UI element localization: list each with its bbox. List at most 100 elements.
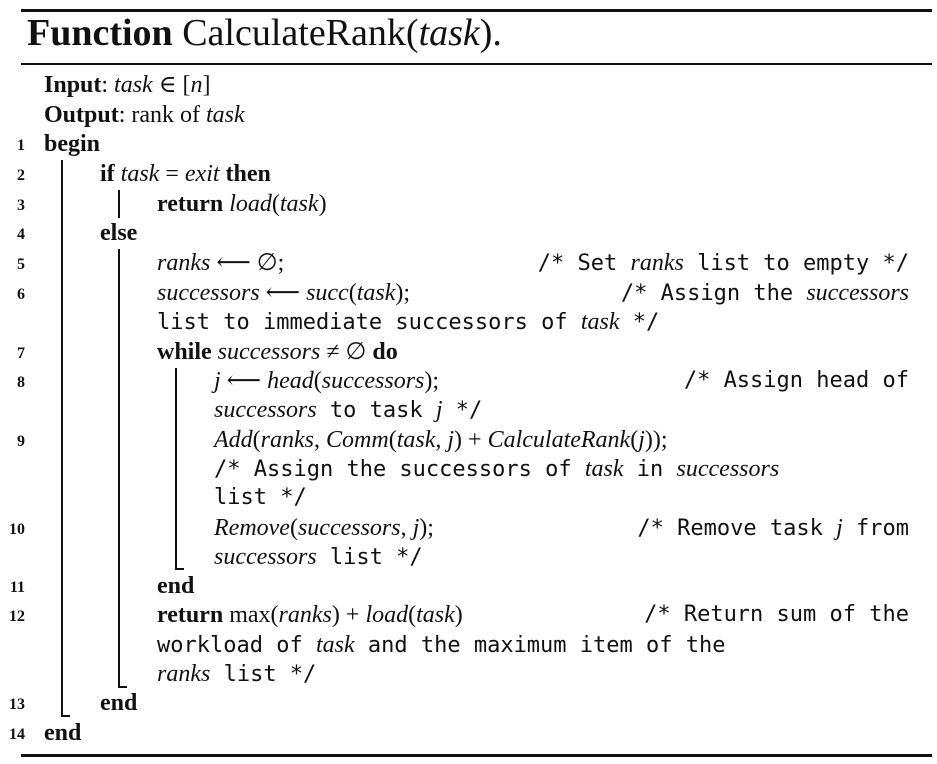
comment-text: in: [623, 457, 677, 482]
input-var: task: [114, 72, 153, 98]
comment-text: list */: [210, 662, 317, 687]
close-semi: ));: [644, 427, 668, 453]
code-line-4: 4 else: [0, 218, 937, 248]
line-number: 3: [17, 197, 25, 214]
comment-line-5: /* Set ranks list to empty */: [538, 248, 909, 278]
title-close: ).: [479, 12, 502, 54]
input-end: ]: [202, 72, 211, 98]
ranks-var: ranks: [260, 427, 315, 453]
paren: (: [289, 515, 298, 541]
comment-text: */: [619, 310, 660, 335]
comment-text: /* Set: [537, 251, 631, 276]
code-line-6-cont: list to immediate successors of task */: [0, 307, 937, 337]
paren: ): [454, 602, 463, 628]
block-hook-else: [118, 686, 127, 688]
comma: ,: [314, 427, 327, 453]
comment-text: list */: [316, 545, 423, 570]
comment-line-10: /* Remove task j from: [637, 513, 909, 543]
code-line-12: 12 return max(ranks) + load(task) /* Ret…: [0, 600, 937, 630]
code-line-10-cont: successors list */: [0, 542, 937, 572]
semicolon: );: [395, 280, 411, 306]
comment-text: list to immediate successors of: [157, 310, 581, 335]
comment-var: task: [580, 309, 620, 335]
end-keyword: end: [100, 690, 138, 716]
load-fn: load: [365, 602, 409, 628]
code-line-1: 1 begin: [0, 129, 937, 159]
ranks-var: ranks: [157, 250, 211, 276]
block-bar-begin: [61, 160, 63, 716]
load-fn: load: [229, 191, 272, 217]
ranks-var: ranks: [278, 602, 332, 628]
j-var: j: [214, 368, 221, 394]
paren: (: [271, 191, 280, 217]
paren: (: [270, 602, 279, 628]
code-line-13: 13 end: [0, 688, 937, 718]
input-label: Input: [44, 72, 102, 98]
if-keyword: if: [100, 161, 115, 187]
input-line: Input: task ∈ [n]: [0, 70, 937, 100]
paren: ): [318, 191, 327, 217]
block-bar-else: [118, 249, 120, 687]
comma: ,: [435, 427, 448, 453]
bottom-rule: [21, 754, 932, 757]
output-text: : rank of: [118, 102, 207, 128]
code-line-9-cont2: list */: [0, 483, 937, 513]
task-var: task: [356, 280, 396, 306]
plus: +: [339, 602, 366, 628]
code-line-3: 3 return load(task): [0, 189, 937, 219]
comm-fn: Comm: [326, 427, 389, 453]
comment-line-12: /* Return sum of the: [644, 600, 909, 630]
comment-text: /* Assign the: [620, 281, 807, 306]
line-number: 1: [17, 137, 25, 154]
else-keyword: else: [100, 220, 138, 246]
title-function-name: CalculateRank(: [182, 12, 419, 54]
comment-line-6: /* Assign the successors: [621, 278, 909, 308]
plus: +: [462, 427, 488, 453]
comment-text: /* Assign the successors of: [214, 457, 585, 482]
not-equal-empty: ≠ ∅: [320, 339, 373, 365]
paren: (: [630, 427, 639, 453]
paren: ): [454, 427, 463, 453]
line-number: 14: [9, 726, 25, 743]
j-var: j: [638, 427, 645, 453]
assign-empty: ⟵ ∅;: [210, 250, 285, 276]
assign-arrow: ⟵: [259, 280, 307, 306]
comment-var: successors: [676, 456, 780, 482]
code-line-5: 5 ranks ⟵ ∅; /* Set ranks list to empty …: [0, 248, 937, 278]
title-param: task: [418, 12, 480, 54]
task-var: task: [279, 191, 319, 217]
if-exit: exit: [184, 161, 220, 187]
output-var: task: [206, 102, 245, 128]
input-set: ∈ [: [152, 72, 191, 98]
comment-var: task: [584, 456, 624, 482]
code-line-10: 10 Remove(successors, j); /* Remove task…: [0, 513, 937, 543]
calc-fn: CalculateRank: [487, 427, 631, 453]
comment-line-8: /* Assign head of: [684, 366, 909, 396]
comment-text: /* Assign head of: [683, 368, 909, 393]
return-keyword: return: [157, 602, 224, 628]
remove-fn: Remove: [214, 515, 290, 541]
assign-arrow: ⟵: [220, 368, 268, 394]
comment-text: to task: [316, 398, 436, 423]
comment-text: workload of: [157, 633, 316, 658]
paren: (: [408, 602, 417, 628]
if-eq: =: [159, 161, 185, 187]
comment-var: successors: [214, 544, 317, 570]
code-line-8: 8 j ⟵ head(successors); /* Assign head o…: [0, 366, 937, 396]
comment-text: list */: [214, 485, 307, 510]
paren: ): [331, 602, 340, 628]
comment-text: /* Return sum of the: [644, 602, 909, 627]
comment-text: /* Remove task: [637, 516, 837, 541]
semicolon: );: [419, 515, 434, 541]
line-number: 9: [17, 433, 25, 450]
successors-var: successors: [297, 515, 401, 541]
do-keyword: do: [372, 339, 398, 365]
comment-text: */: [442, 398, 483, 423]
successors-var: successors: [217, 339, 321, 365]
successors-var: successors: [157, 280, 260, 306]
paren: (: [348, 280, 357, 306]
line-number: 6: [17, 286, 25, 303]
code-line-14: 14 end: [0, 718, 937, 748]
return-keyword: return: [157, 191, 224, 217]
